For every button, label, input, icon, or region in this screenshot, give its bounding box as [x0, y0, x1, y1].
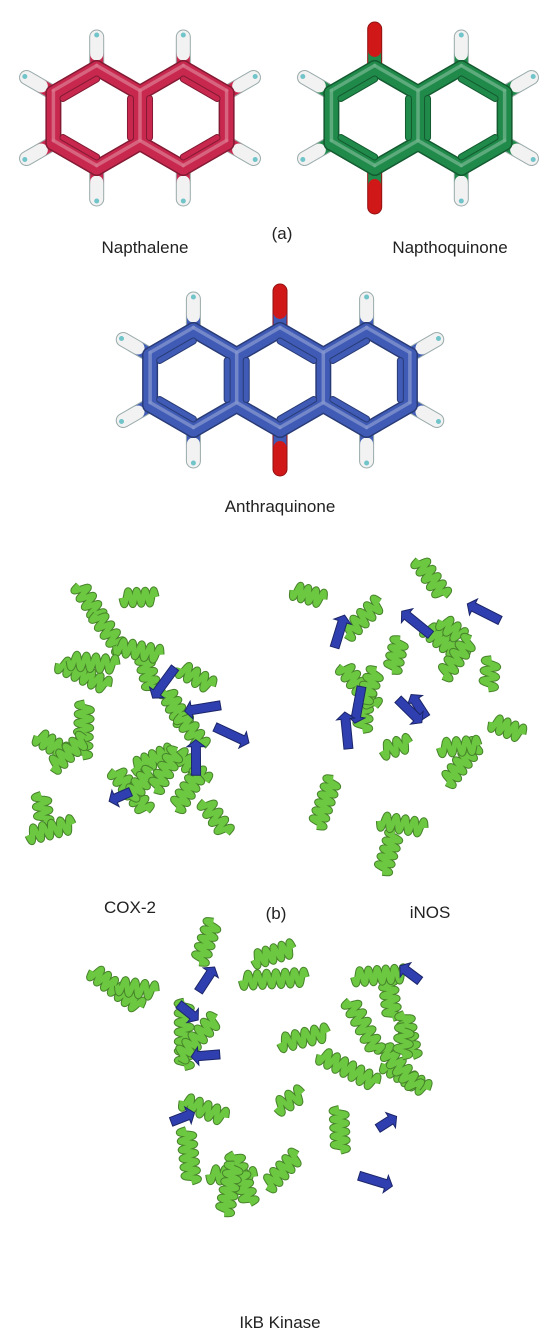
napthalene-structure	[19, 29, 261, 207]
panel-a-label: (a)	[271, 224, 293, 243]
napthoquinone-label: Napthoquinone	[392, 238, 508, 257]
inos-label: iNOS	[409, 903, 451, 922]
cox2-label: COX-2	[104, 898, 156, 917]
panel-b-label: (b)	[265, 904, 287, 923]
ikb-kinase-ribbon	[86, 917, 433, 1218]
ikb-kinase-label: IkB Kinase	[239, 1313, 321, 1332]
napthoquinone-structure	[297, 21, 539, 215]
anthraquinone-label: Anthraquinone	[224, 497, 336, 516]
anthraquinone-structure	[115, 283, 445, 477]
cox2-ribbon	[24, 582, 250, 846]
inos-ribbon	[288, 557, 528, 877]
napthalene-label: Napthalene	[101, 238, 189, 257]
